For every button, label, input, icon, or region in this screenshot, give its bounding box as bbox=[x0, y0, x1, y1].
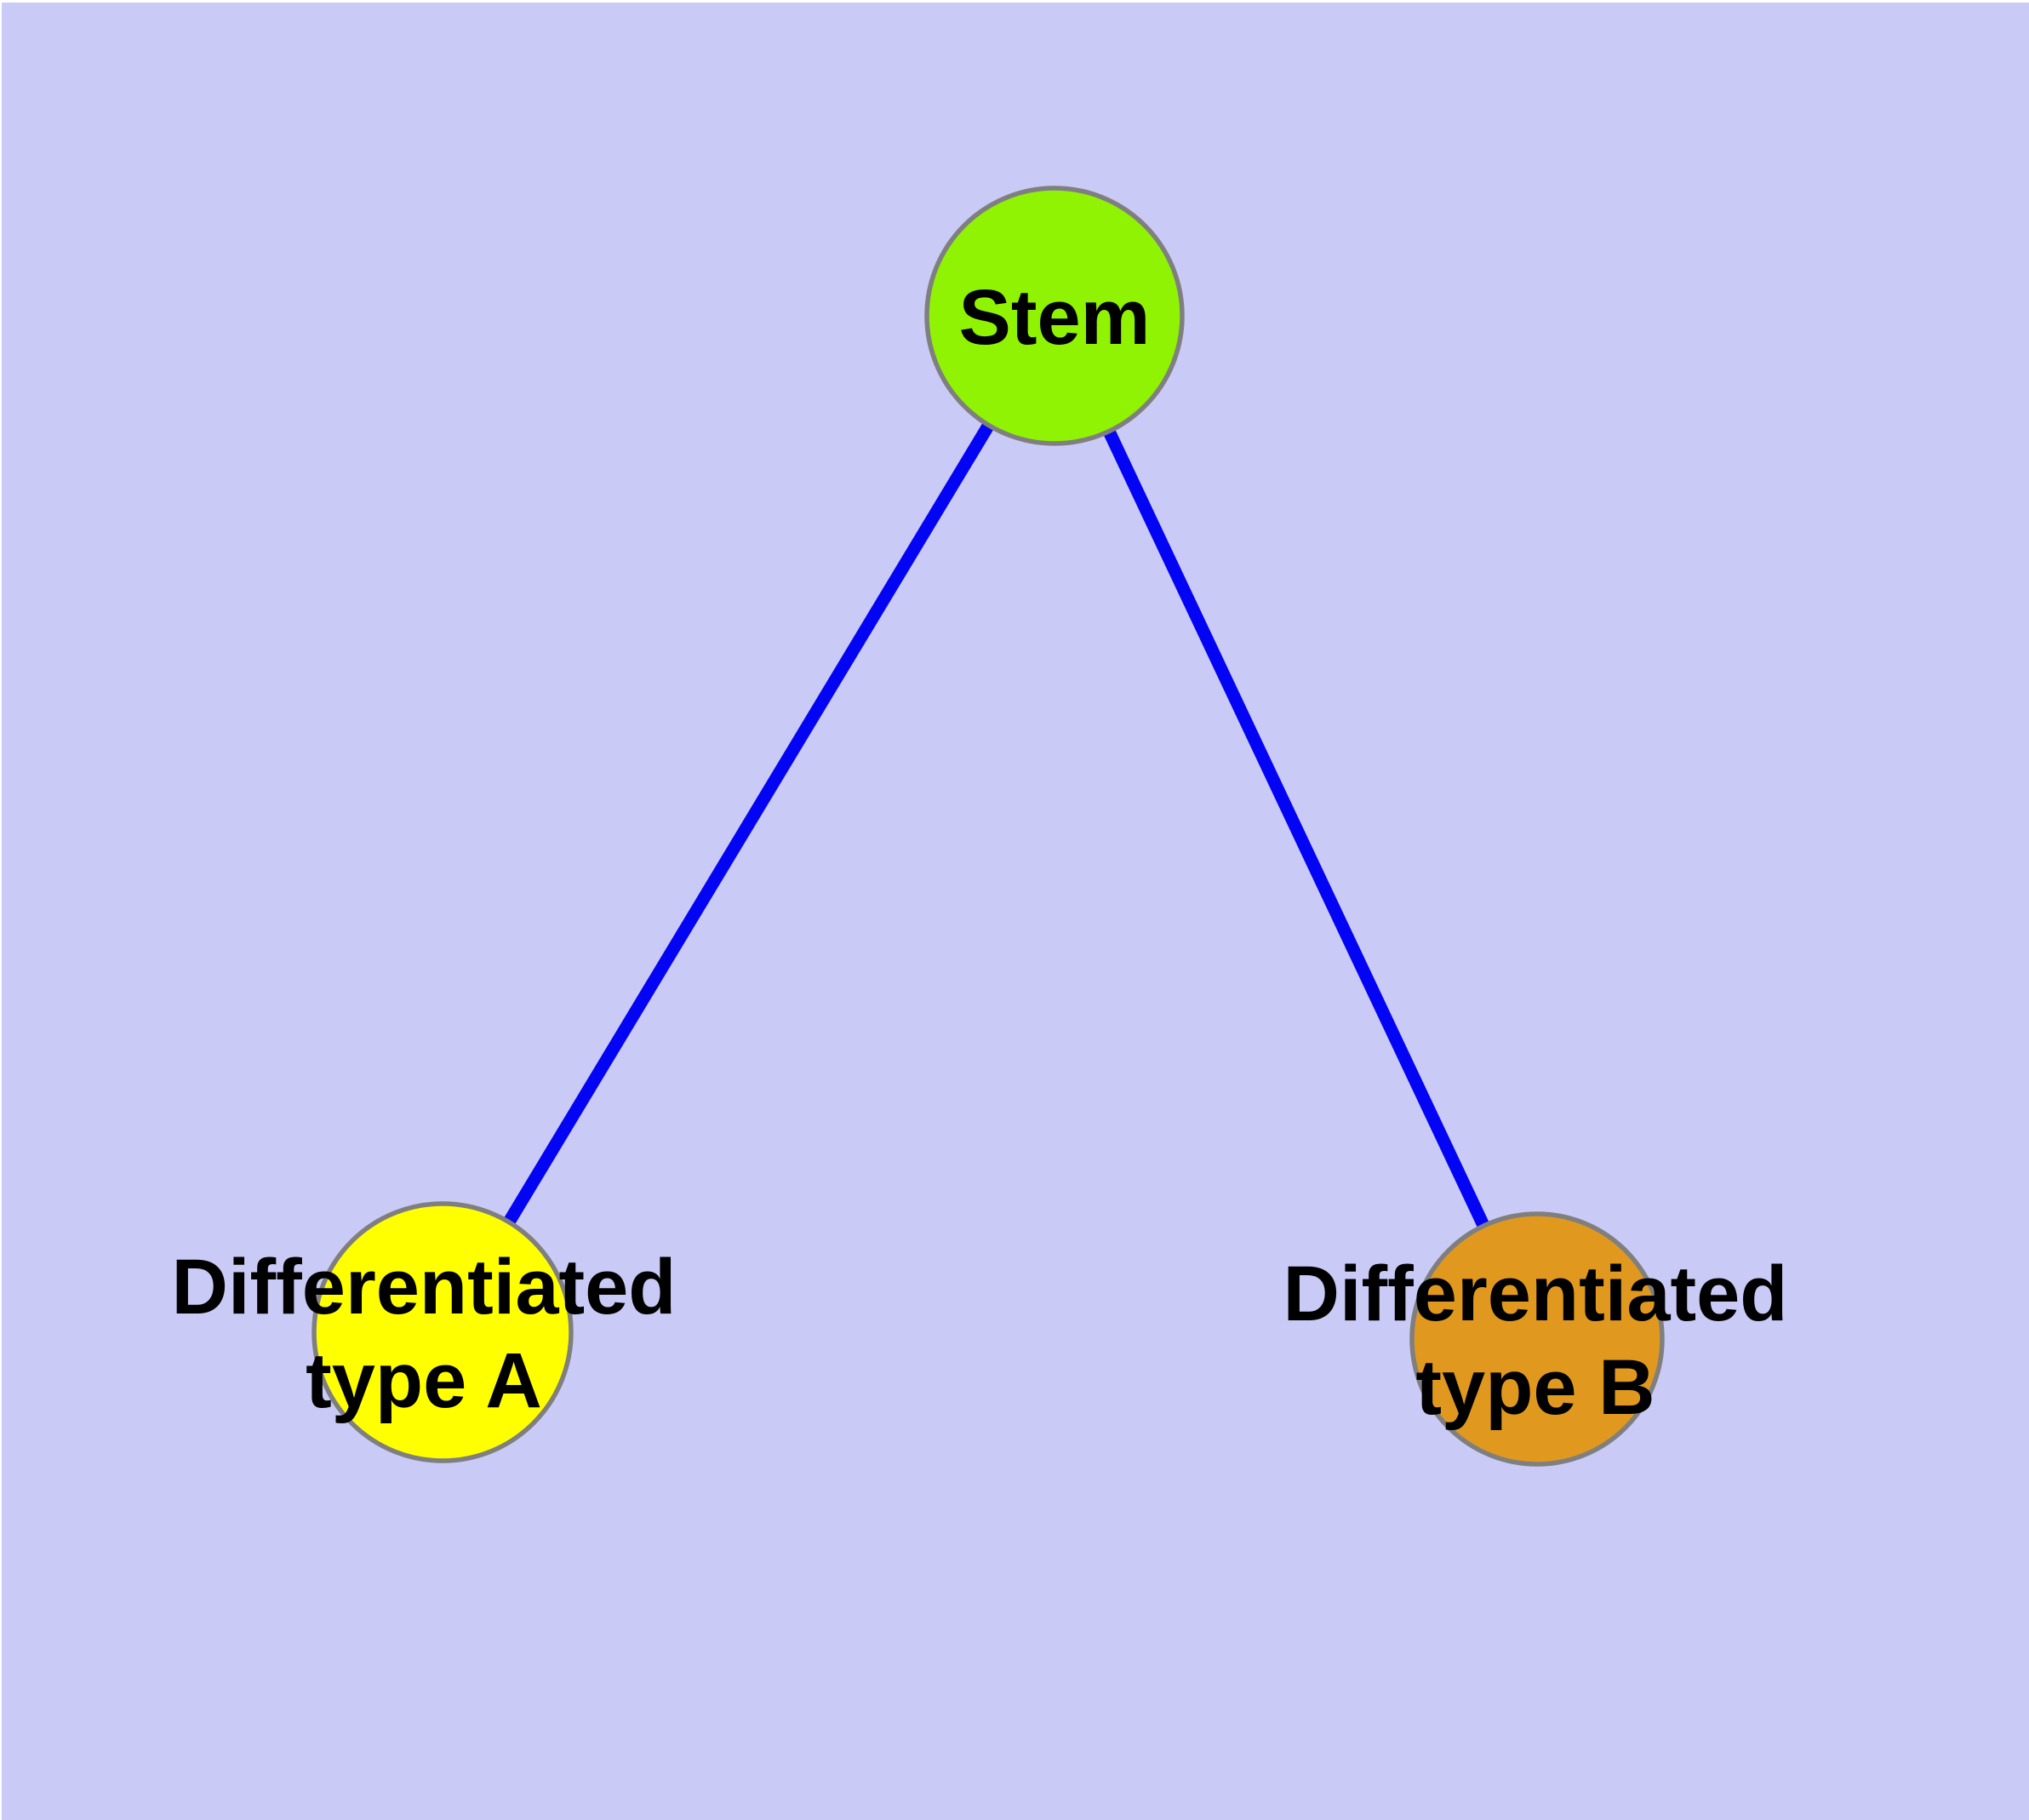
left-edge-highlight bbox=[0, 0, 2, 1820]
node-stem-circle bbox=[924, 186, 1185, 446]
node-differentiated-type-b-circle bbox=[1409, 1211, 1665, 1467]
node-differentiated-type-b-label-line2: type B bbox=[1415, 1344, 1655, 1431]
node-differentiated-type-a-circle bbox=[311, 1201, 574, 1463]
node-differentiated-type-b: Differentiated type B bbox=[1283, 1211, 1788, 1467]
node-differentiated-type-a-label-line2: type A bbox=[306, 1337, 542, 1424]
node-differentiated-type-a: Differentiated type A bbox=[172, 1201, 677, 1463]
node-stem: Stem bbox=[924, 186, 1185, 446]
edge-stem-to-type-a bbox=[437, 312, 1060, 1336]
node-stem-label: Stem bbox=[959, 274, 1151, 361]
edge-stem-to-type-b bbox=[1049, 312, 1543, 1342]
node-differentiated-type-b-label-line1: Differentiated bbox=[1283, 1251, 1788, 1337]
top-edge-highlight bbox=[0, 0, 2029, 3]
node-differentiated-type-a-label-line1: Differentiated bbox=[172, 1244, 677, 1331]
